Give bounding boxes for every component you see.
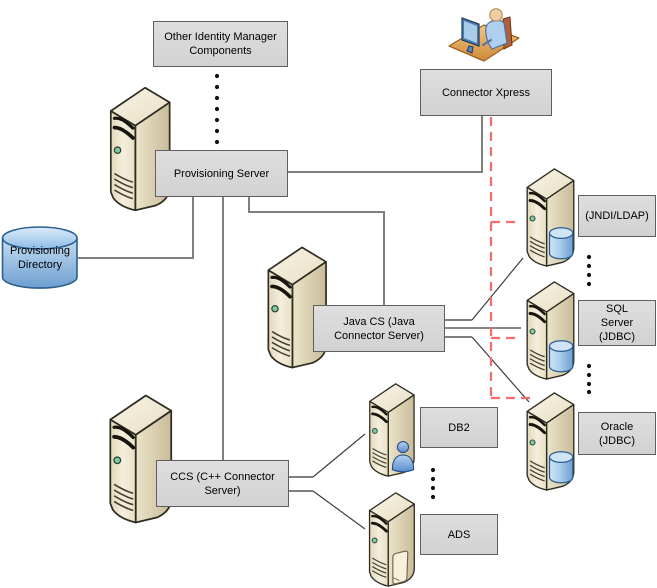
node-provisioning-server: Provisioning Server [155,150,288,197]
dotted-connector-jndi-sql [586,254,592,287]
node-oracle: Oracle (JDBC) [578,412,656,455]
node-java-cs: Java CS (Java Connector Server) [313,305,445,352]
oracle-server-icon [525,391,576,492]
database-cylinder-icon [548,451,574,484]
edge-ccs-to-ads [312,490,366,530]
node-db2-label: DB2 [448,421,470,434]
provisioning-directory-cylinder-icon [1,226,78,289]
node-jndi-ldap: (JNDI/LDAP) [578,195,656,237]
database-cylinder-icon [548,227,574,260]
dotted-connector-db2-ads [430,467,436,500]
node-other-identity-manager-components: Other Identity Manager Components [153,21,288,67]
node-ccs-label: CCS (C++ Connector Server) [170,470,275,497]
node-provisioning-directory: Provisioning Directory [1,242,79,274]
jndi-ldap-server-icon [525,167,576,268]
ads-server-icon [368,491,416,588]
node-sql-server: SQL Server (JDBC) [578,300,656,346]
node-connector-xpress-label: Connector Xpress [441,86,531,99]
node-connector-xpress: Connector Xpress [420,69,552,116]
node-db2: DB2 [420,407,498,448]
node-oracle-label: Oracle (JDBC) [598,420,636,447]
document-icon [392,550,409,585]
node-sql-server-label: SQL Server (JDBC) [598,303,636,343]
node-ads-label: ADS [447,528,471,541]
edge-provisioning-to-connector-xpress [288,116,483,173]
dotted-connector-sql-oracle [586,363,592,395]
edge-provisioning-to-directory [78,197,194,259]
edge-javacs-to-jndi [471,257,524,321]
database-cylinder-icon [548,340,574,373]
dotted-connector-components [214,73,220,145]
node-ccs: CCS (C++ Connector Server) [156,460,289,507]
admin-workstation-icon [448,8,520,62]
node-provisioning-server-label: Provisioning Server [173,167,270,180]
sql-server-icon [525,280,576,381]
node-other-components-label: Other Identity Manager Components [164,31,277,57]
node-provisioning-directory-label: Provisioning Directory [10,245,70,271]
edge-provisioning-to-java-cs [248,197,385,305]
edge-ccs-to-db2 [312,433,366,478]
node-ads: ADS [420,514,498,555]
edge-javacs-to-oracle [471,336,530,403]
node-java-cs-label: Java CS (Java Connector Server) [334,315,424,342]
db2-server-icon [368,382,416,478]
node-jndi-ldap-label: (JNDI/LDAP) [585,210,649,222]
